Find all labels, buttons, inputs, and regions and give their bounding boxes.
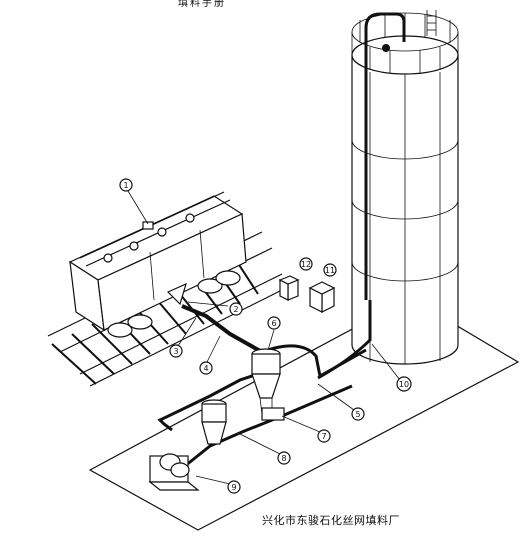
control-box-a [308, 281, 336, 313]
callout-2: 2 [229, 302, 243, 316]
callout-10: 10 [396, 376, 412, 392]
callout-4: 4 [199, 361, 213, 375]
callout-5-label: 5 [355, 410, 360, 419]
callout-7: 7 [317, 429, 331, 443]
callout-12: 12 [299, 257, 313, 271]
inlet-valve-icon [382, 44, 390, 52]
callout-11-label: 11 [325, 266, 335, 275]
callout-9-label: 9 [231, 483, 236, 492]
rotary-feeder [261, 407, 285, 421]
cyclone-separator [251, 348, 281, 415]
blower-line [179, 384, 353, 472]
callout-5: 5 [351, 407, 365, 421]
blower-unit [148, 453, 200, 491]
suction-hose [181, 304, 263, 354]
callout-1: 1 [119, 178, 133, 192]
callout-2-label: 2 [233, 305, 238, 314]
caption-bottom: 兴化市东骏石化丝网填料厂 [262, 514, 400, 527]
callout-12-label: 12 [301, 260, 311, 269]
callout-1-label: 1 [123, 181, 128, 190]
storage-silo [351, 10, 459, 365]
callout-8: 8 [277, 451, 291, 465]
callout-10-label: 10 [399, 380, 409, 389]
callout-3: 3 [169, 344, 183, 358]
callout-3-label: 3 [173, 347, 178, 356]
callout-9: 9 [227, 480, 241, 494]
return-line [157, 370, 265, 432]
caption-top: 填料手册 [178, 0, 226, 9]
filter-receiver [201, 399, 227, 445]
control-box-b [278, 275, 300, 301]
silo-inlet-pipe [317, 300, 372, 380]
callout-8-label: 8 [281, 454, 286, 463]
roof-railing [351, 12, 459, 73]
callout-4-label: 4 [203, 364, 208, 373]
callout-7-label: 7 [321, 432, 326, 441]
silo-top-inlet [364, 12, 406, 300]
callout-6-label: 6 [271, 319, 276, 328]
callout-6: 6 [267, 316, 281, 330]
callout-11: 11 [323, 263, 337, 277]
roof-ladder [426, 10, 437, 36]
rail-hopper-car [68, 191, 247, 338]
